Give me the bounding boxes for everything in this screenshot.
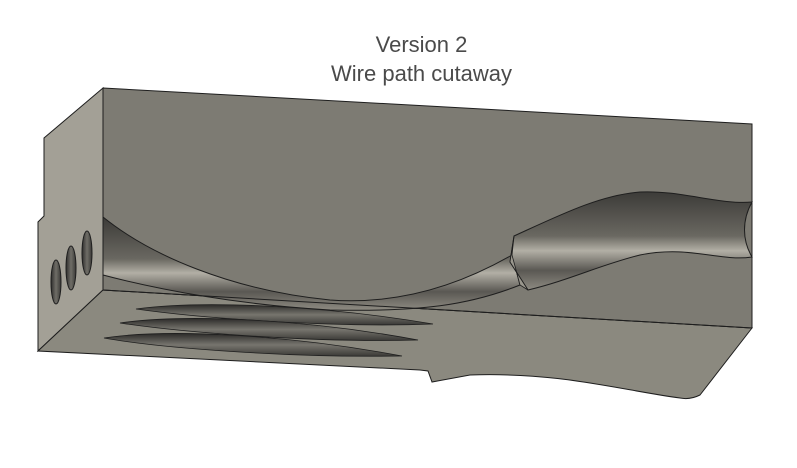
side-hole-2 xyxy=(65,245,77,291)
channel-step xyxy=(509,235,529,291)
caption-line-2: Wire path cutaway xyxy=(331,61,512,86)
bottom-slot-3 xyxy=(103,333,403,357)
caption: Version 2 Wire path cutaway xyxy=(0,30,797,88)
wire-channel-right xyxy=(509,191,753,291)
bottom-slot-1 xyxy=(135,304,434,326)
caption-line-1: Version 2 xyxy=(375,32,468,57)
side-hole-1 xyxy=(50,259,62,305)
front-bottom-edge xyxy=(102,289,753,329)
side-hole-3 xyxy=(81,230,93,276)
bottom-slot-2 xyxy=(119,318,419,341)
